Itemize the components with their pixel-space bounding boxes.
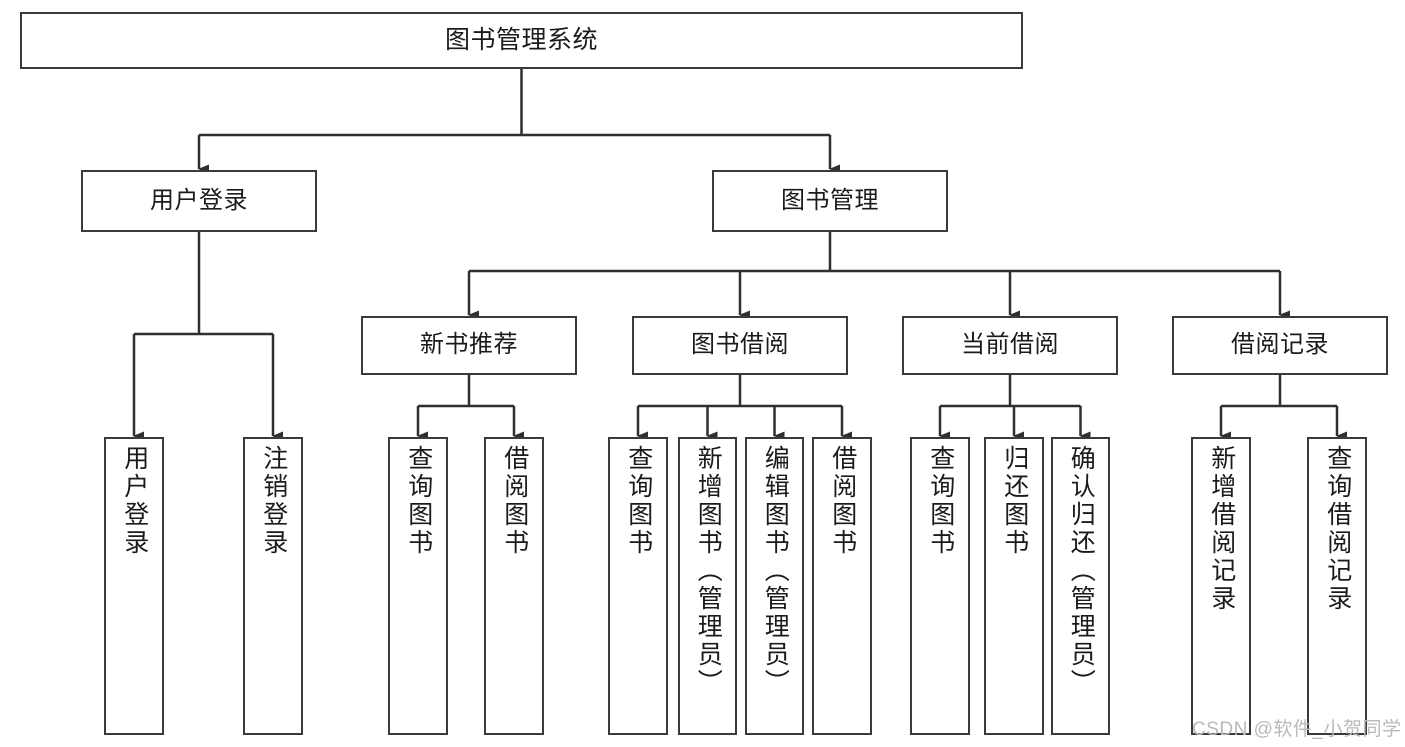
node-label: 确认归还（管理员） <box>1067 445 1096 697</box>
node-label: 查询图书 <box>926 445 955 557</box>
node-leaf-10[interactable]: 归还图书 <box>984 437 1044 735</box>
node-label: 图书管理 <box>781 186 879 214</box>
node-current-borrow[interactable]: 当前借阅 <box>902 316 1118 375</box>
node-label: 当前借阅 <box>961 331 1059 359</box>
node-label: 图书管理系统 <box>444 25 598 54</box>
node-label: 新增图书（管理员） <box>694 445 723 697</box>
edge-group <box>132 69 1347 441</box>
node-leaf-11[interactable]: 确认归还（管理员） <box>1051 437 1110 735</box>
node-borrow-record[interactable]: 借阅记录 <box>1172 316 1388 375</box>
node-book-borrow[interactable]: 图书借阅 <box>632 316 848 375</box>
node-label: 用户登录 <box>120 445 149 557</box>
node-label: 查询图书 <box>404 445 433 557</box>
node-leaf-2[interactable]: 注销登录 <box>243 437 303 735</box>
node-label: 借阅图书 <box>500 445 529 557</box>
node-label: 编辑图书（管理员） <box>761 445 790 697</box>
node-label: 图书借阅 <box>691 331 789 359</box>
node-leaf-1[interactable]: 用户登录 <box>104 437 164 735</box>
node-leaf-3[interactable]: 查询图书 <box>388 437 448 735</box>
node-label: 新书推荐 <box>420 331 518 359</box>
node-leaf-7[interactable]: 编辑图书（管理员） <box>745 437 804 735</box>
node-book-manage[interactable]: 图书管理 <box>712 170 948 232</box>
node-leaf-5[interactable]: 查询图书 <box>608 437 668 735</box>
node-leaf-8[interactable]: 借阅图书 <box>812 437 872 735</box>
node-label: 查询借阅记录 <box>1323 445 1352 613</box>
node-leaf-6[interactable]: 新增图书（管理员） <box>678 437 737 735</box>
node-root[interactable]: 图书管理系统 <box>20 12 1023 69</box>
node-leaf-9[interactable]: 查询图书 <box>910 437 970 735</box>
node-leaf-12[interactable]: 新增借阅记录 <box>1191 437 1251 735</box>
node-label: 借阅图书 <box>828 445 857 557</box>
node-leaf-13[interactable]: 查询借阅记录 <box>1307 437 1367 735</box>
node-label: 借阅记录 <box>1231 331 1329 359</box>
node-new-book-rec[interactable]: 新书推荐 <box>361 316 577 375</box>
node-label: 新增借阅记录 <box>1207 445 1236 613</box>
node-label: 注销登录 <box>259 445 288 557</box>
node-leaf-4[interactable]: 借阅图书 <box>484 437 544 735</box>
node-label: 用户登录 <box>150 186 248 214</box>
node-user-login[interactable]: 用户登录 <box>81 170 317 232</box>
watermark-text: CSDN @软件_小贺同学 <box>1192 719 1402 740</box>
node-label: 查询图书 <box>624 445 653 557</box>
node-label: 归还图书 <box>1000 445 1029 557</box>
